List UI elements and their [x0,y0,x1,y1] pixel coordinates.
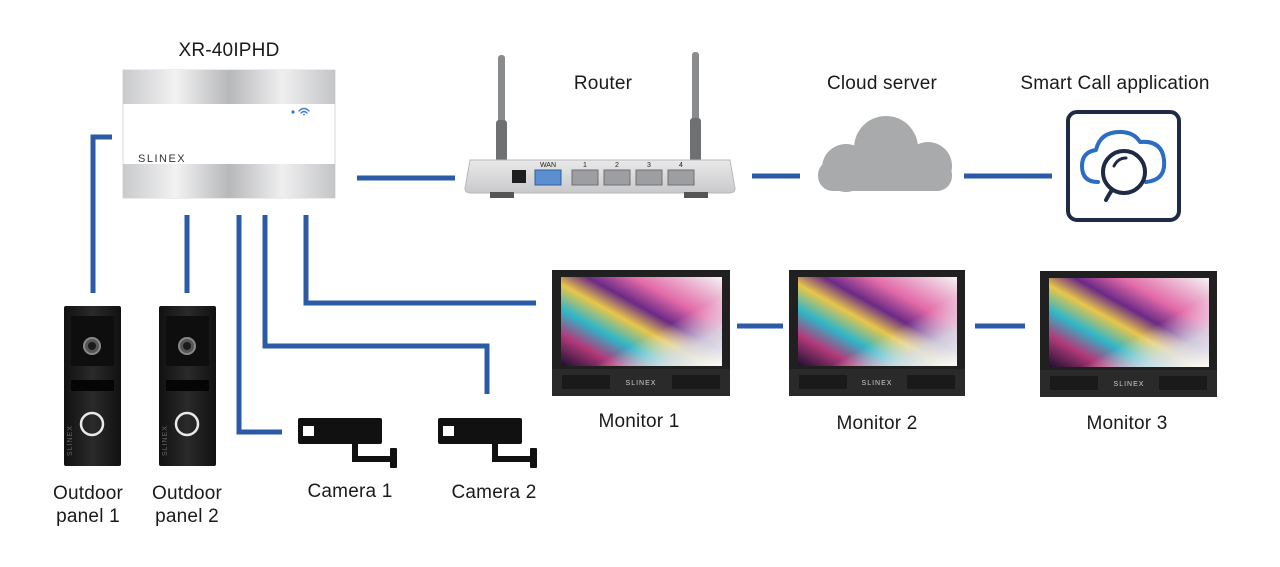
wires [90,134,1052,435]
monitor-3: SLINEX [1040,271,1217,397]
router-wan-label: WAN [540,162,556,169]
wire-hub-monitor1 [303,215,536,306]
monitor-3-brand: SLINEX [1114,381,1145,388]
outdoor-panel-1-label-line1: Outdoor [52,483,124,504]
router-port-1: 1 [583,162,587,169]
router: WAN 1 2 3 4 [464,52,736,198]
panel-2-brand: SLINEX [162,425,169,456]
outdoor-panel-1-label-line2: panel 1 [56,506,120,527]
outdoor-panel-2-label-line1: Outdoor [151,483,223,504]
monitor-1-brand: SLINEX [626,380,657,387]
outdoor-panel-2-label: Outdoor panel 2 [152,482,222,528]
monitor-2: SLINEX [789,270,965,396]
router-power-port [512,170,526,183]
outdoor-panel-2-label-line2: panel 2 [155,506,219,527]
panel-1-brand: SLINEX [67,425,74,456]
smart-call-app-icon [1066,110,1181,222]
monitor-2-label: Monitor 2 [836,413,918,434]
wire-hub-panel1 [90,134,112,293]
monitor-3-label: Monitor 3 [1086,413,1168,434]
router-port-3: 3 [647,162,651,169]
router-lan-ports [571,169,695,186]
panel-1-call-button [79,411,105,437]
smart-call-app-label: Smart Call application [1020,73,1210,94]
outdoor-panel-1: SLINEX [64,306,121,466]
wire-hub-camera2 [262,215,490,394]
router-port-4: 4 [679,162,683,169]
hub-status-led [291,110,295,114]
cloud-icon [818,116,952,192]
hub-brand: SLINEX [138,153,186,165]
camera-2 [438,418,537,468]
outdoor-panel-1-label: Outdoor panel 1 [53,482,123,528]
wire-hub-camera1 [236,215,282,435]
xr40iphd-hub: SLINEX [122,69,336,199]
router-wan-port [534,169,562,186]
outdoor-panel-2: SLINEX [159,306,216,466]
camera-1 [298,418,397,468]
panel-2-call-button [174,411,200,437]
wifi-icon [298,107,310,116]
monitor-1: SLINEX [552,270,730,396]
router-label: Router [573,73,633,94]
monitor-2-brand: SLINEX [862,380,893,387]
camera-1-label: Camera 1 [307,481,393,502]
hub-label: XR-40IPHD [178,40,280,61]
router-port-2: 2 [615,162,619,169]
camera-2-label: Camera 2 [451,482,537,503]
monitor-1-label: Monitor 1 [598,411,680,432]
cloud-server-label: Cloud server [826,73,938,94]
